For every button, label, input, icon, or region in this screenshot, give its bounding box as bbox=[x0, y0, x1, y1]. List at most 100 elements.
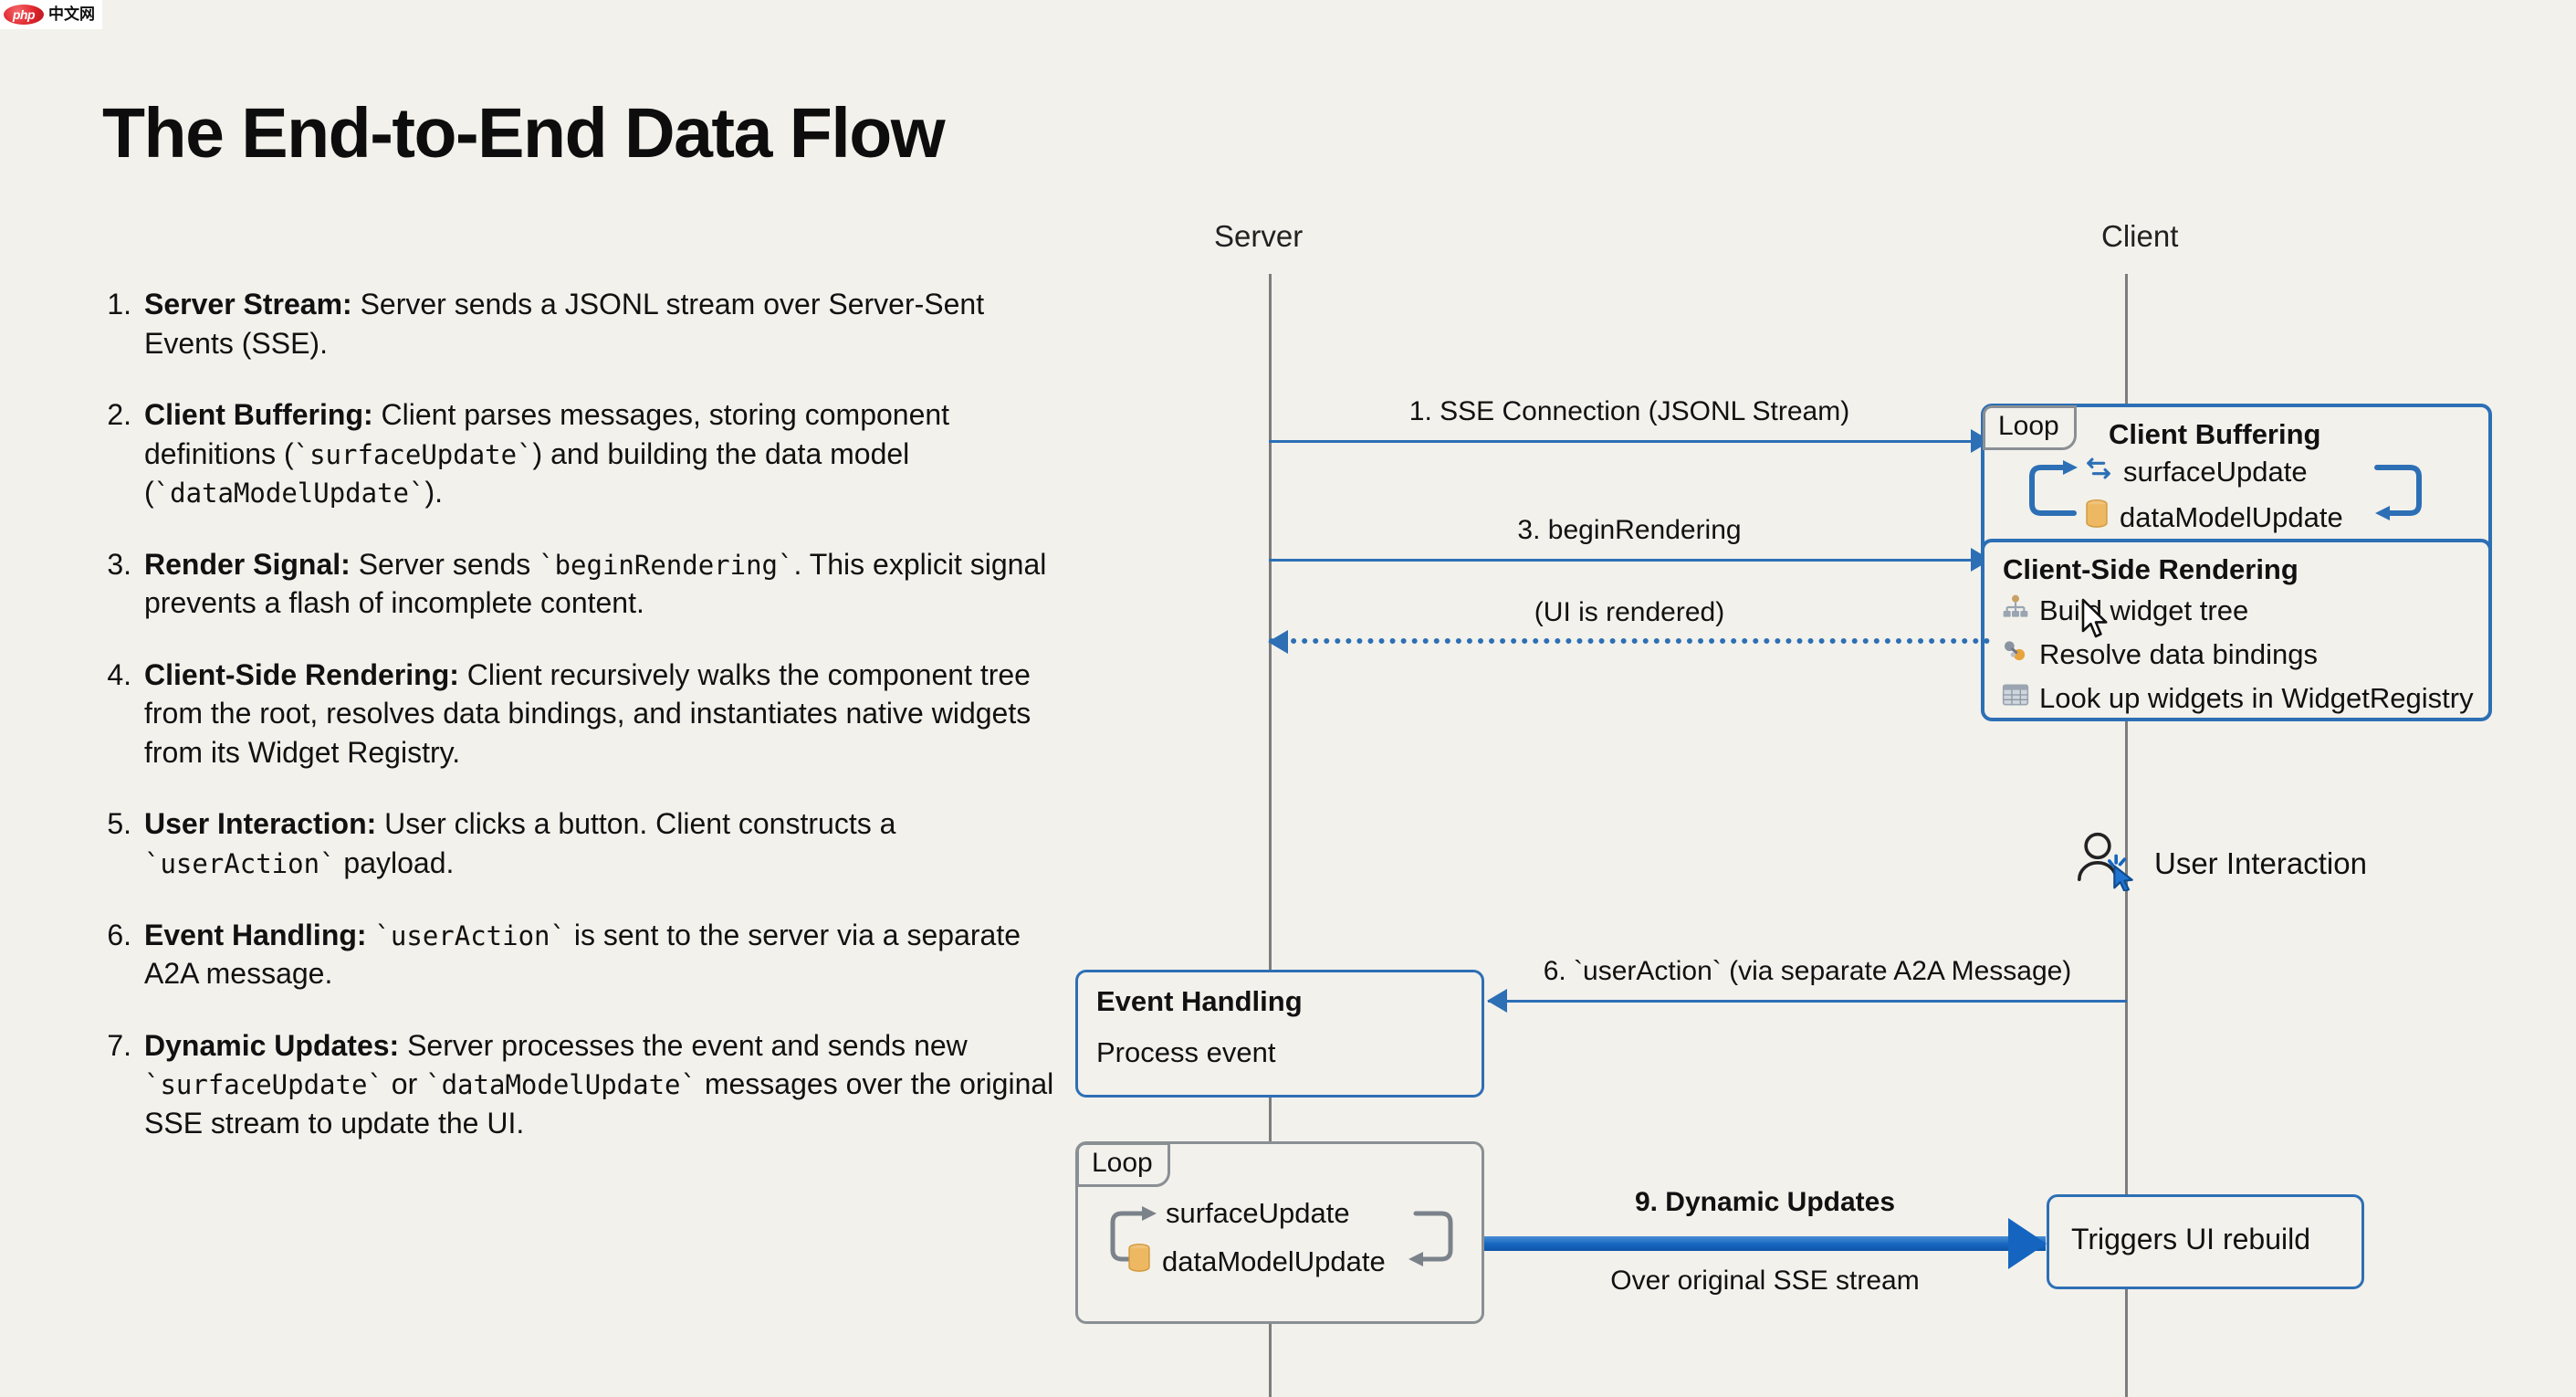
event-handling-title: Event Handling bbox=[1096, 985, 1303, 1017]
user-interaction-marker: User Interaction bbox=[2074, 831, 2367, 896]
step-text: Event Handling: `userAction` is sent to … bbox=[144, 916, 1077, 993]
arrow-line bbox=[1269, 559, 1990, 562]
sequence-diagram: Server Client 1. SSE Connection (JSONL S… bbox=[1075, 219, 2538, 1397]
watermark-text: 中文网 bbox=[48, 5, 95, 24]
step-text: Client-Side Rendering: Client recursivel… bbox=[144, 656, 1077, 772]
client-buffering-box: Loop Client Buffering surfaceUpdate bbox=[1981, 404, 2492, 559]
client-buffering-row: dataModelUpdate bbox=[2083, 499, 2343, 537]
server-loop-box: Loop surfaceUpdate dataModelUpdate bbox=[1075, 1141, 1484, 1324]
list-item: 6. Event Handling: `userAction` is sent … bbox=[91, 916, 1077, 993]
client-buffering-row-label: dataModelUpdate bbox=[2120, 501, 2343, 533]
step-title: Client-Side Rendering: bbox=[144, 657, 459, 691]
arrow-head-left-icon bbox=[1268, 630, 1288, 654]
loop-tab-label: Loop bbox=[1983, 405, 2077, 450]
code-span: `userAction` bbox=[374, 919, 566, 951]
client-rendering-row-label: Look up widgets in WidgetRegistry bbox=[2039, 682, 2474, 714]
code-span: `userAction` bbox=[144, 848, 336, 880]
event-handling-box: Event Handling Process event bbox=[1075, 970, 1484, 1098]
hierarchy-tree-icon bbox=[2001, 593, 2030, 628]
list-item: 7. Dynamic Updates: Server processes the… bbox=[91, 1026, 1077, 1143]
code-span: `surfaceUpdate` bbox=[144, 1069, 383, 1101]
step-text: Render Signal: Server sends `beginRender… bbox=[144, 545, 1077, 623]
message-label: 9. Dynamic Updates bbox=[1634, 1187, 1896, 1217]
list-item: 4. Client-Side Rendering: Client recursi… bbox=[91, 656, 1077, 772]
loop-tab-label: Loop bbox=[1076, 1142, 1170, 1187]
actor-label-client: Client bbox=[2101, 219, 2179, 253]
step-text: User Interaction: User clicks a button. … bbox=[144, 804, 1077, 882]
client-rendering-row-label: Resolve data bindings bbox=[2039, 638, 2319, 670]
server-loop-row: dataModelUpdate bbox=[1126, 1243, 1386, 1281]
code-span: `beginRendering` bbox=[539, 549, 794, 581]
list-item: 2. Client Buffering: Client parses messa… bbox=[91, 395, 1077, 512]
step-desc: Server sends `beginRendering`. This expl… bbox=[144, 547, 1047, 620]
code-span: `surfaceUpdate` bbox=[293, 438, 533, 470]
step-text: Client Buffering: Client parses messages… bbox=[144, 395, 1077, 512]
message-sublabel: Over original SSE stream bbox=[1610, 1266, 1920, 1296]
event-handling-subtitle: Process event bbox=[1096, 1036, 1276, 1068]
actor-label-server: Server bbox=[1214, 219, 1304, 253]
client-buffering-row: surfaceUpdate bbox=[2083, 453, 2308, 491]
client-rendering-row: Resolve data bindings bbox=[2001, 637, 2318, 672]
client-rendering-row: Look up widgets in WidgetRegistry bbox=[2001, 681, 2474, 716]
step-text: Server Stream: Server sends a JSONL stre… bbox=[144, 285, 1077, 362]
arrow-line bbox=[1488, 1000, 2127, 1003]
step-text: Dynamic Updates: Server processes the ev… bbox=[144, 1026, 1077, 1143]
client-rendering-row-label: Build widget tree bbox=[2039, 594, 2249, 626]
step-title: User Interaction: bbox=[144, 807, 377, 841]
step-number: 3. bbox=[107, 547, 131, 581]
lifeline-client bbox=[2125, 274, 2128, 1397]
user-click-icon bbox=[2074, 831, 2141, 896]
step-number: 6. bbox=[107, 918, 131, 951]
page-title: The End-to-End Data Flow bbox=[102, 94, 946, 173]
loop-back-connector bbox=[2029, 460, 2422, 520]
step-title: Event Handling: bbox=[144, 918, 367, 951]
step-title: Render Signal: bbox=[144, 547, 351, 581]
database-icon bbox=[1126, 1243, 1153, 1281]
step-desc: Client recursively walks the component t… bbox=[144, 657, 1031, 769]
step-title: Dynamic Updates: bbox=[144, 1028, 400, 1062]
client-side-rendering-box: Client-Side Rendering Build widget tree bbox=[1981, 539, 2492, 721]
watermark: php 中文网 bbox=[0, 0, 102, 29]
list-item: 3. Render Signal: Server sends `beginRen… bbox=[91, 545, 1077, 623]
arrow-line bbox=[1269, 440, 1990, 443]
steps-list: 1. Server Stream: Server sends a JSONL s… bbox=[91, 285, 1077, 1175]
step-number: 5. bbox=[107, 807, 131, 841]
list-item: 1. Server Stream: Server sends a JSONL s… bbox=[91, 285, 1077, 362]
loop-back-connector bbox=[1110, 1206, 1453, 1266]
client-buffering-title: Client Buffering bbox=[2109, 418, 2321, 450]
database-icon bbox=[2083, 499, 2110, 537]
message-label: (UI is rendered) bbox=[1534, 597, 1725, 627]
message-label: 3. beginRendering bbox=[1517, 515, 1742, 545]
step-number: 4. bbox=[107, 657, 131, 691]
triggers-ui-rebuild-box: Triggers UI rebuild bbox=[2047, 1194, 2364, 1289]
step-number: 1. bbox=[107, 288, 131, 320]
step-desc: `userAction` is sent to the server via a… bbox=[144, 918, 1021, 991]
code-span: `dataModelUpdate` bbox=[153, 478, 425, 509]
step-number: 2. bbox=[107, 398, 131, 432]
step-title: Server Stream: bbox=[144, 288, 352, 320]
server-loop-row-label: dataModelUpdate bbox=[1162, 1245, 1386, 1277]
code-span: `dataModelUpdate` bbox=[425, 1069, 696, 1101]
step-desc: Server processes the event and sends new… bbox=[144, 1028, 1054, 1140]
user-interaction-label: User Interaction bbox=[2154, 846, 2367, 880]
list-item: 5. User Interaction: User clicks a butto… bbox=[91, 804, 1077, 882]
mouse-cursor-icon bbox=[2081, 598, 2112, 645]
message-label: 1. SSE Connection (JSONL Stream) bbox=[1408, 396, 1850, 426]
arrow-line-dotted bbox=[1269, 638, 1990, 644]
lifeline-server bbox=[1269, 274, 1272, 1397]
step-number: 7. bbox=[107, 1028, 131, 1062]
arrow-head-right-icon bbox=[2008, 1218, 2047, 1269]
step-desc: Server sends a JSONL stream over Server-… bbox=[144, 288, 985, 360]
server-loop-row-label: surfaceUpdate bbox=[1166, 1197, 1350, 1229]
triggers-ui-rebuild-label: Triggers UI rebuild bbox=[2071, 1223, 2311, 1255]
arrow-head-left-icon bbox=[1487, 989, 1507, 1013]
client-side-rendering-title: Client-Side Rendering bbox=[2003, 553, 2299, 585]
link-bindings-icon bbox=[2001, 637, 2030, 672]
step-desc: User clicks a button. Client constructs … bbox=[144, 807, 896, 880]
registry-table-icon bbox=[2001, 681, 2030, 716]
message-label: 6. `userAction` (via separate A2A Messag… bbox=[1543, 956, 2072, 986]
step-title: Client Buffering: bbox=[144, 398, 373, 432]
client-buffering-row-label: surfaceUpdate bbox=[2123, 456, 2308, 488]
php-logo-icon: php bbox=[4, 5, 44, 25]
arrow-line bbox=[1484, 1236, 2046, 1251]
